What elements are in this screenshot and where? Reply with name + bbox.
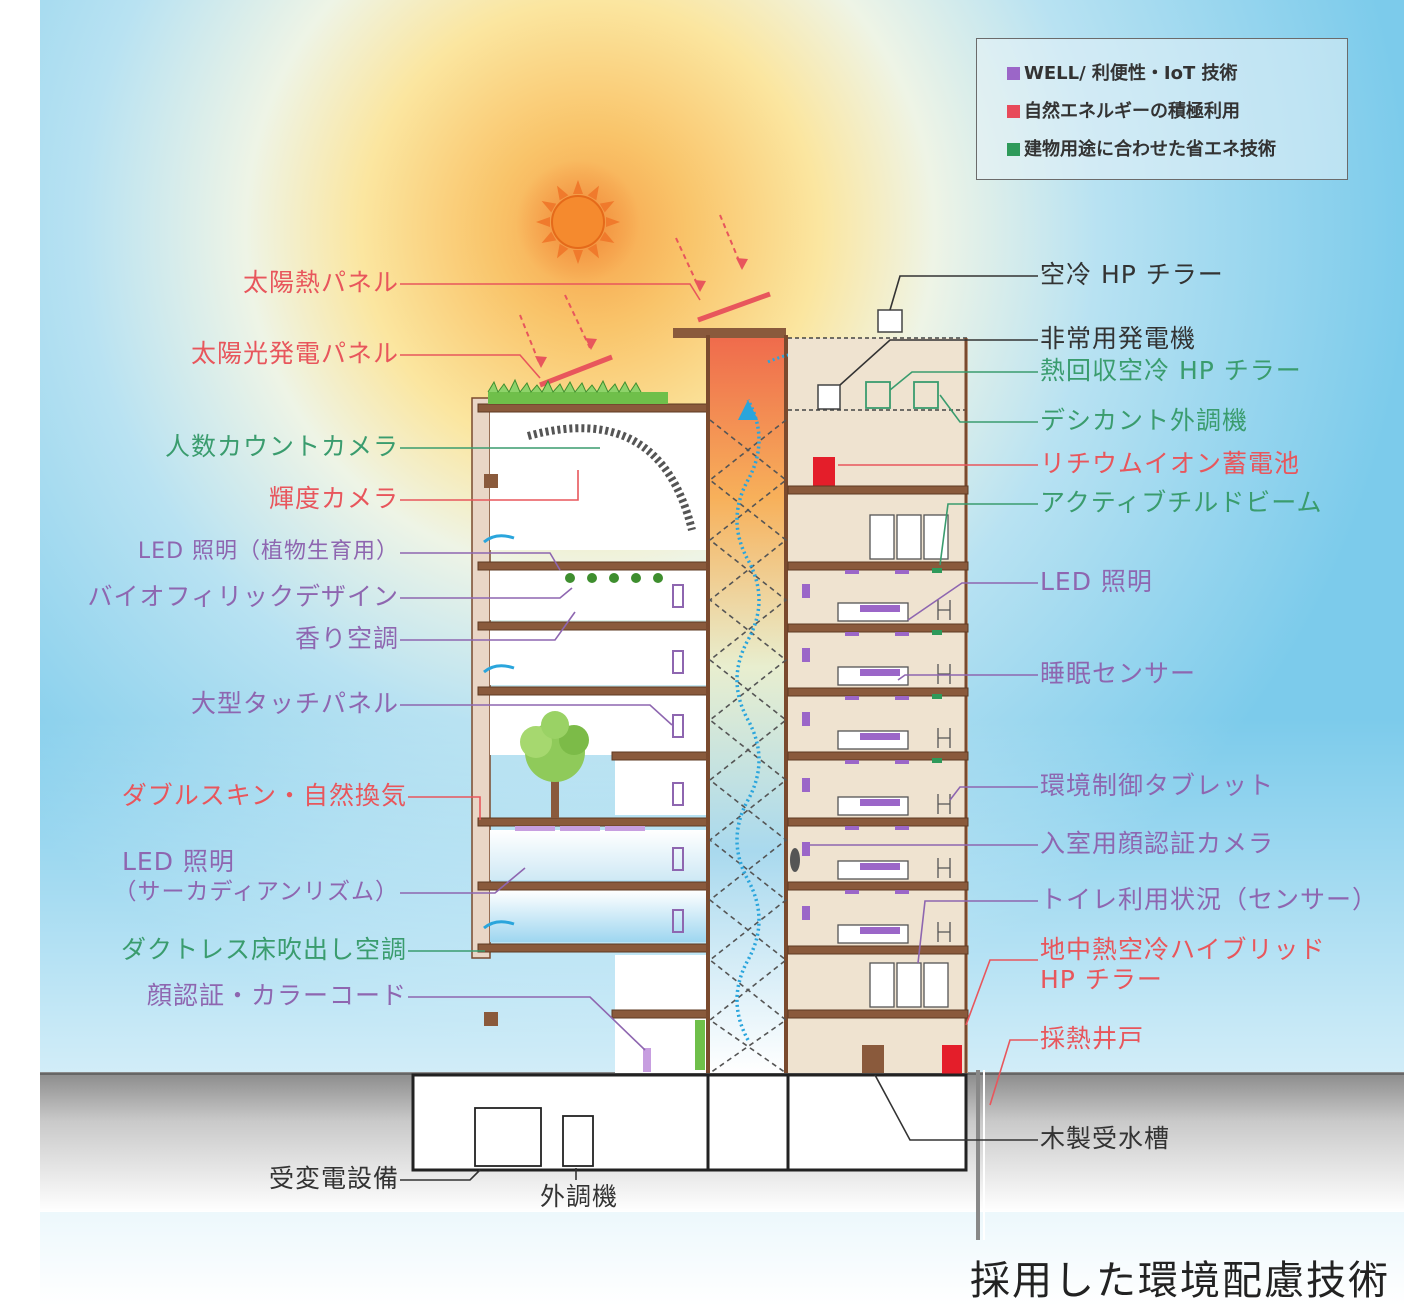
legend-swatch-green [1007, 143, 1020, 156]
label-led-circadian-line1: LED 照明 [122, 847, 235, 876]
label-wood-water-tank: 木製受水槽 [1040, 1124, 1171, 1153]
label-sleep-sensor: 睡眠センサー [1040, 659, 1197, 688]
legend-item-natural-energy: 自然エネルギーの積極利用 [1007, 97, 1240, 123]
leader-lines-right [810, 275, 1038, 1141]
legend-swatch-purple [1007, 67, 1020, 80]
label-pv-panel: 太陽光発電パネル [190, 339, 399, 368]
label-geo-chiller-line1: 地中熱空冷ハイブリッド [1040, 935, 1326, 964]
label-li-battery: リチウムイオン蓄電池 [1040, 449, 1301, 478]
label-active-beam: アクティブチルドビーム [1040, 488, 1323, 517]
leader-lines-left [400, 283, 701, 1181]
label-face-camera: 入室用顔認証カメラ [1040, 829, 1275, 858]
label-led-lighting: LED 照明 [1040, 567, 1153, 596]
label-outdoor-ac: 外調機 [540, 1182, 619, 1211]
label-face-color-code: 顔認証・カラーコード [146, 981, 407, 1010]
legend-item-label: WELL/ 利便性・IoT 技術 [1024, 63, 1238, 84]
label-env-tablet: 環境制御タブレット [1040, 771, 1275, 800]
label-emergency-generator: 非常用発電機 [1040, 324, 1197, 353]
basement [411, 1073, 968, 1172]
sun-icon [516, 160, 640, 284]
solar-heat-panel [697, 291, 771, 323]
legend-item-well: WELL/ 利便性・IoT 技術 [1007, 59, 1238, 85]
legend-item-energy-saving: 建物用途に合わせた省エネ技術 [1007, 135, 1276, 161]
label-double-skin: ダブルスキン・自然換気 [121, 781, 407, 810]
label-scent-hvac: 香り空調 [294, 624, 399, 653]
label-heat-recovery-chiller: 熱回収空冷 HP チラー [1040, 356, 1302, 385]
left-building [471, 378, 709, 1073]
pv-panel [539, 354, 613, 388]
label-toilet-sensor: トイレ利用状況（センサー） [1040, 885, 1379, 914]
label-air-hp-chiller: 空冷 HP チラー [1040, 260, 1224, 289]
label-ductless-hvac: ダクトレス床吹出し空調 [120, 935, 407, 964]
label-people-count-camera: 人数カウントカメラ [164, 432, 399, 461]
right-building [787, 309, 969, 1075]
label-biophilic-design: バイオフィリックデザイン [87, 582, 399, 611]
label-geo-chiller-line2: HP チラー [1040, 965, 1163, 994]
label-substation: 受変電設備 [268, 1164, 399, 1193]
legend-swatch-red [1007, 105, 1020, 118]
label-solar-heat-panel: 太陽熱パネル [242, 268, 399, 297]
label-touch-panel: 大型タッチパネル [190, 689, 399, 718]
figure-caption: 採用した環境配慮技術 [970, 1258, 1390, 1304]
tree-icon [520, 711, 589, 818]
label-desiccant: デシカント外調機 [1040, 406, 1249, 435]
legend: WELL/ 利便性・IoT 技術 自然エネルギーの積極利用 建物用途に合わせた省… [976, 38, 1348, 180]
label-led-plant: LED 照明（植物生育用） [137, 539, 399, 564]
legend-item-label: 自然エネルギーの積極利用 [1024, 101, 1240, 122]
label-led-circadian-line2: （サーカディアンリズム） [113, 879, 399, 905]
label-heat-well: 採熱井戸 [1040, 1024, 1145, 1053]
label-luminance-camera: 輝度カメラ [268, 484, 399, 513]
legend-item-label: 建物用途に合わせた省エネ技術 [1024, 139, 1276, 160]
